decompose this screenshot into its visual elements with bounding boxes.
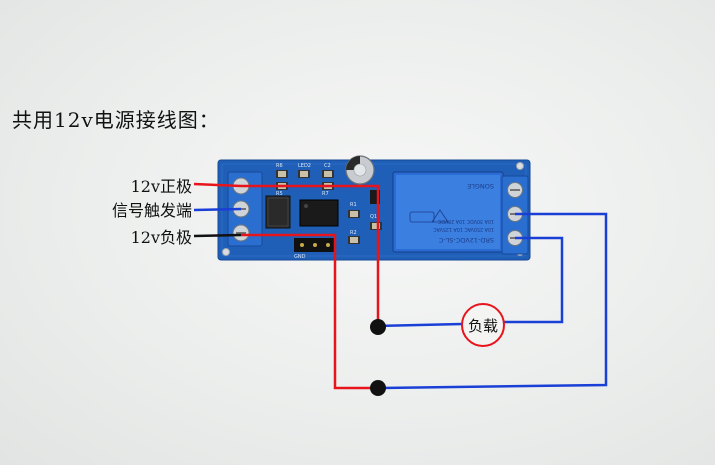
positive-wire-lead bbox=[193, 182, 242, 188]
diagram-title: 共用12v电源接线图： bbox=[12, 108, 220, 132]
relay-model: SRD-12VDC-SL-C bbox=[438, 236, 494, 244]
label-signal-trigger: 信号触发端 bbox=[111, 201, 192, 220]
silk-r5: R5 bbox=[276, 191, 283, 197]
silk-r1: R1 bbox=[350, 202, 357, 208]
bottom-return-wire bbox=[377, 212, 608, 390]
label-12v-negative: 12v负极 bbox=[130, 228, 192, 247]
relay-rating-1: 10A 250VAC 10A 125VAC bbox=[433, 226, 494, 232]
silk-r7: R7 bbox=[322, 191, 329, 197]
silk-c2: C2 bbox=[324, 163, 331, 169]
load-symbol: 负载 bbox=[461, 303, 505, 347]
silk-r2: R2 bbox=[350, 230, 357, 236]
load-out-wire bbox=[504, 236, 564, 324]
silk-r6: R6 bbox=[276, 163, 283, 169]
junction-load bbox=[370, 319, 386, 335]
relay: SRD-12VDC-SL-C 10A 250VAC 10A 125VAC 10A… bbox=[392, 171, 504, 253]
silk-led2: LED2 bbox=[298, 163, 311, 169]
relay-rating-2: 10A 30VDC 10A 28VDC bbox=[437, 218, 494, 224]
label-12v-positive: 12v正极 bbox=[130, 177, 192, 196]
positive-wire bbox=[241, 184, 380, 328]
junction-bottom bbox=[370, 380, 386, 396]
signal-wire bbox=[193, 207, 242, 212]
silk-gnd: GND bbox=[294, 254, 306, 260]
load-label: 负载 bbox=[468, 317, 498, 335]
negative-return-wire bbox=[241, 233, 378, 390]
load-to-relay-wire bbox=[377, 322, 463, 328]
silk-q1: Q1 bbox=[370, 214, 377, 220]
relay-brand: SONGLE bbox=[467, 182, 494, 190]
pcb-components: R6 LED2 C2 R5 R7 R1 R2 Q1 GND bbox=[265, 155, 382, 260]
wiring bbox=[193, 182, 608, 396]
negative-wire-lead bbox=[193, 233, 242, 238]
